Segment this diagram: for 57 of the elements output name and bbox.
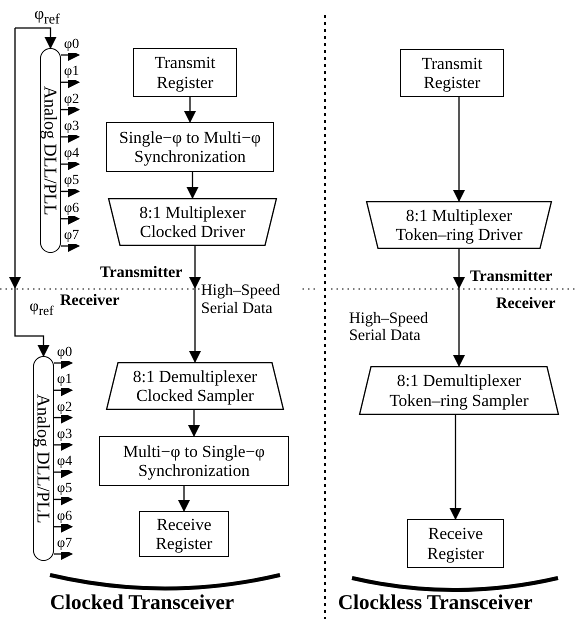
section-caption: Clockless Transceiver — [338, 590, 533, 615]
signal-label: φ$_{ref}$ — [34, 4, 60, 28]
multiplexer-trapezoid — [366, 201, 552, 249]
box-label: Receive Register — [154, 514, 214, 554]
box-label: Transmit Register — [154, 53, 216, 92]
arrow — [9, 28, 50, 357]
phase-label: φ5 — [57, 481, 72, 498]
dll-block — [33, 356, 54, 561]
process-box — [407, 519, 504, 568]
phase-label: φ2 — [57, 400, 72, 416]
arrow — [186, 172, 198, 199]
arrow — [450, 415, 462, 520]
phase-label: φ4 — [57, 454, 72, 470]
arrow — [178, 486, 190, 512]
block-label: Analog DLL/PLL — [33, 394, 54, 524]
phase-label: φ7 — [57, 536, 72, 552]
box-label: Multi−φ to Single−φ Synchronization — [122, 442, 266, 480]
phase-label: φ7 — [64, 228, 80, 244]
phase-label: φ5 — [64, 173, 80, 190]
box-label: 8:1 Demultiplexer Token–ring Sampler — [388, 371, 530, 410]
box-label: Receive Register — [426, 524, 485, 563]
arrow — [453, 97, 465, 202]
section-label: Receiver — [496, 295, 556, 313]
arrow — [14, 27, 56, 49]
box-label: 8:1 Demultiplexer Clocked Sampler — [132, 366, 258, 406]
block-label: Analog DLL/PLL — [40, 86, 61, 216]
section-label: Transmitter — [100, 264, 182, 282]
section-caption: Clocked Transceiver — [50, 590, 234, 615]
arrow — [189, 246, 201, 363]
phase-label: φ6 — [57, 508, 72, 524]
process-box — [99, 436, 289, 486]
phase-label: φ1 — [64, 64, 80, 80]
process-box — [133, 48, 237, 97]
box-label: Single−φ to Multi−φ Synchronization — [118, 128, 262, 166]
process-box — [139, 511, 229, 557]
phase-label: φ0 — [57, 345, 72, 361]
process-box — [106, 122, 274, 172]
phase-label: φ0 — [64, 37, 80, 53]
demultiplexer-trapezoid — [359, 366, 559, 415]
phase-label: φ3 — [57, 426, 72, 443]
phase-label: φ2 — [64, 92, 80, 108]
box-label: 8:1 Multiplexer Clocked Driver — [138, 202, 247, 242]
section-label: Receiver — [60, 292, 120, 310]
box-label: Transmit Register — [420, 54, 484, 92]
arrow — [188, 410, 200, 437]
section-label: Transmitter — [470, 268, 552, 286]
multiplexer-trapezoid — [108, 198, 277, 246]
arrow — [184, 97, 196, 123]
arrow — [453, 249, 465, 367]
box-label: 8:1 Multiplexer Token–ring Driver — [394, 206, 524, 244]
phase-label: φ6 — [64, 200, 80, 216]
dll-block — [40, 48, 61, 253]
demultiplexer-trapezoid — [106, 362, 284, 410]
phase-label: φ1 — [57, 372, 72, 388]
phase-label: φ3 — [64, 118, 80, 135]
process-box — [400, 49, 504, 97]
phase-label: φ4 — [64, 146, 80, 162]
